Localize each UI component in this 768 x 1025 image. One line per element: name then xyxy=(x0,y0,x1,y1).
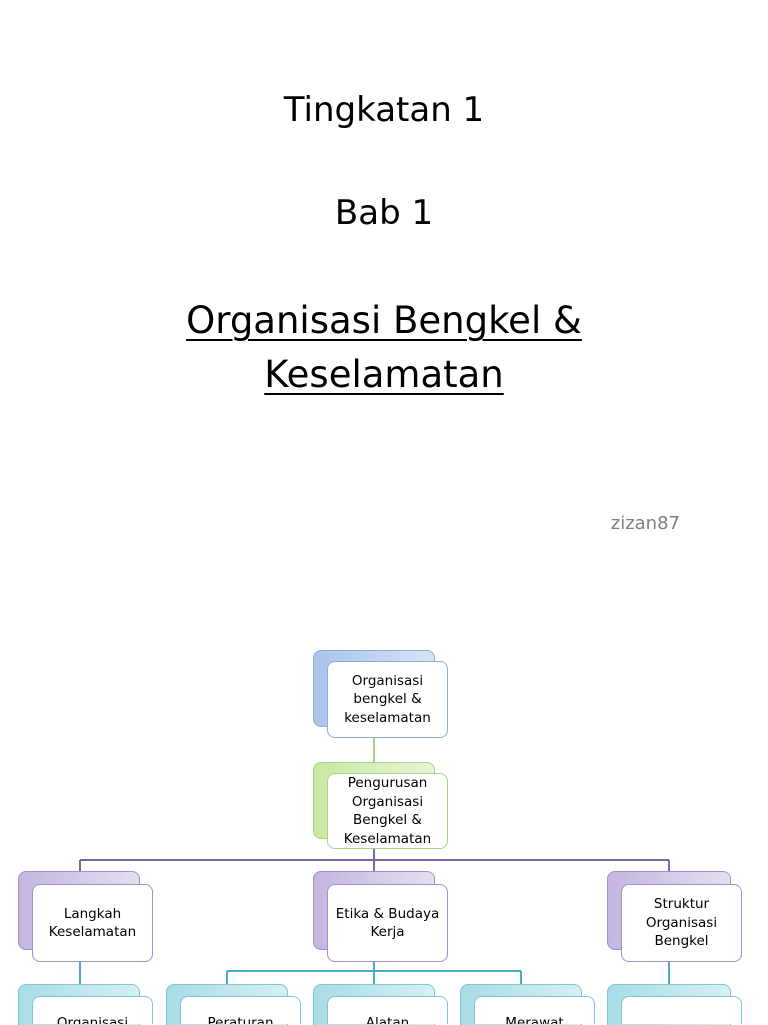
peraturan-label: Peraturan xyxy=(207,1015,274,1024)
title-line-1: Organisasi Bengkel & xyxy=(186,299,582,342)
subtitle-chapter: Bab 1 xyxy=(334,193,434,233)
organisasi-node: Organisasi xyxy=(32,996,153,1024)
blank-node xyxy=(621,996,742,1024)
page-title: Organisasi Bengkel & Keselamatan xyxy=(0,294,768,402)
author-label: zizan87 xyxy=(610,513,680,534)
alatan-node: Alatan xyxy=(327,996,448,1024)
title-line-2: Keselamatan xyxy=(264,353,504,396)
organisasi-label: Organisasi xyxy=(56,1015,129,1024)
root-node: Organisasi bengkel & keselamatan xyxy=(327,661,448,738)
langkah-node: Langkah Keselamatan xyxy=(32,884,153,962)
alatan-label: Alatan xyxy=(365,1015,410,1024)
level2-node: Pengurusan Organisasi Bengkel & Keselama… xyxy=(327,773,448,849)
peraturan-node: Peraturan xyxy=(180,996,301,1024)
etika-node: Etika & Budaya Kerja xyxy=(327,884,448,962)
struktur-node: Struktur Organisasi Bengkel xyxy=(621,884,742,962)
merawat-label: Merawat xyxy=(505,1015,564,1024)
subtitle-level: Tingkatan 1 xyxy=(283,90,485,130)
merawat-node: Merawat xyxy=(474,996,595,1024)
